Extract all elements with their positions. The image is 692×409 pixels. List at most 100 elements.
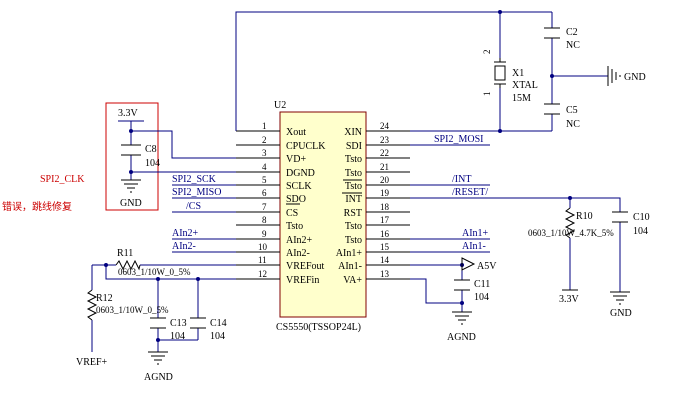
vref-wiring <box>91 264 236 352</box>
pin-name: AIn1+ <box>336 248 363 259</box>
junction-dot <box>156 338 160 342</box>
pin-number: 4 <box>262 162 267 172</box>
junction-dot <box>104 263 108 267</box>
pin-number: 14 <box>380 255 390 265</box>
cap-c10-value: 104 <box>633 226 648 237</box>
net-ain1-minus: AIn1- <box>462 241 486 252</box>
analog-supply-wiring <box>410 262 463 312</box>
pin-name: RST <box>344 208 362 219</box>
gnd-label-c8: GND <box>120 198 142 209</box>
pin-number: 21 <box>380 162 389 172</box>
pin-name: Tsto <box>345 235 362 246</box>
pin-number: 19 <box>380 188 390 198</box>
pin-number: 18 <box>380 202 390 212</box>
crystal-pin-2: 2 <box>482 50 492 55</box>
gnd-symbol-right <box>607 66 621 86</box>
cap-c2-value: NC <box>566 40 580 51</box>
spi-left-wiring <box>172 184 236 253</box>
cap-c13-symbol <box>150 317 166 329</box>
cap-c11-value: 104 <box>474 292 489 303</box>
net-ain2-minus: AIn2- <box>172 241 196 252</box>
resistor-r12-ref: R12 <box>96 293 113 304</box>
cap-c13-value: 104 <box>170 331 185 342</box>
pin-number: 8 <box>262 215 267 225</box>
junction-dot <box>460 301 464 305</box>
supply-5v-label: A5V <box>477 261 497 272</box>
pin-number: 7 <box>262 202 267 212</box>
cap-c11-ref: C11 <box>474 279 490 290</box>
resistor-r10-value: 0603_1/10W_4.7K_5% <box>528 228 614 238</box>
c8-supply-label: 3.3V <box>118 108 139 119</box>
resistor-r11-ref: R11 <box>117 248 133 259</box>
pin-number: 22 <box>380 148 389 158</box>
crystal-value: 15M <box>512 93 531 104</box>
cap-c5-value: NC <box>566 119 580 130</box>
ic-right-pin-names: XIN SDI Tsto Tsto Tsto INT RST Tsto Tsto… <box>336 127 363 286</box>
pin-name: AIn2+ <box>286 235 313 246</box>
cap-c14-value: 104 <box>210 331 225 342</box>
ic-left-pin-lines <box>236 130 280 280</box>
crystal-ref: X1 <box>512 68 524 79</box>
cap-c10-ref: C10 <box>633 212 650 223</box>
net-spi2-sck: SPI2_SCK <box>172 174 217 185</box>
resistor-r10-symbol <box>564 207 576 239</box>
pin-name: AIn2- <box>286 248 310 259</box>
gnd-label-right: GND <box>624 72 646 83</box>
resistor-r11-value: 0603_1/10W_0_5% <box>118 267 191 277</box>
gnd-symbol-c8 <box>121 179 141 193</box>
c8-wiring <box>118 120 236 180</box>
agnd-label-right: AGND <box>447 332 476 343</box>
crystal-x1-symbol <box>494 58 506 88</box>
pin-name: CPUCLK <box>286 141 326 152</box>
cap-c14-ref: C14 <box>210 318 227 329</box>
ic-u2-part: CS5550(TSSOP24L) <box>276 322 361 333</box>
net-ain1-plus: AIn1+ <box>462 228 489 239</box>
junction-dot <box>196 277 200 281</box>
junction-dot <box>129 129 133 133</box>
cap-c8-value: 104 <box>145 158 160 169</box>
cap-c2-symbol <box>544 27 560 39</box>
cap-c11-symbol <box>454 279 470 291</box>
pin-name: INT <box>345 194 362 205</box>
pin-number: 2 <box>262 135 267 145</box>
ic-left-pin-numbers: 1 2 3 4 5 6 7 8 9 10 11 12 <box>258 121 268 279</box>
cap-c14-symbol <box>190 317 206 329</box>
crystal-pin-1: 1 <box>482 92 492 97</box>
crystal-type: XTAL <box>512 80 538 91</box>
net-ain2-plus: AIn2+ <box>172 228 199 239</box>
pin-number: 24 <box>380 121 390 131</box>
cap-c8-ref: C8 <box>145 144 157 155</box>
net-spi2-mosi: SPI2_MOSI <box>434 134 483 145</box>
pin-number: 12 <box>258 269 267 279</box>
pin-name: Tsto <box>345 154 362 165</box>
pin-number: 20 <box>380 175 390 185</box>
ic-right-pin-numbers: 24 23 22 21 20 19 18 17 16 15 14 13 <box>380 121 390 279</box>
net-int: /INT <box>452 174 471 185</box>
cap-c13-ref: C13 <box>170 318 187 329</box>
pin-name: CS <box>286 208 298 219</box>
junction-dot <box>498 10 502 14</box>
pin-name: VD+ <box>286 154 306 165</box>
pin-number: 6 <box>262 188 267 198</box>
note-spi2-clk: SPI2_CLK <box>40 174 85 185</box>
pin-name: SDI <box>346 141 362 152</box>
pin-name: Tsto <box>286 221 303 232</box>
junction-dot <box>129 170 133 174</box>
cap-c10-symbol <box>612 211 628 223</box>
pin-name: Tsto <box>345 168 362 179</box>
pin-number: 23 <box>380 135 390 145</box>
pin-number: 11 <box>258 255 267 265</box>
cap-c8-symbol <box>121 144 141 156</box>
junction-dot <box>156 277 160 281</box>
resistor-r12-value: 0603_1/10W_0_5% <box>96 305 169 315</box>
pin-number: 17 <box>380 215 390 225</box>
supply-label-r10: 3.3V <box>559 294 580 305</box>
cap-c5-ref: C5 <box>566 105 578 116</box>
supply-5v-arrow <box>461 257 476 271</box>
resistor-r12-symbol <box>86 289 98 321</box>
note-wiring-fix: 错误，跳线修复 <box>2 200 72 213</box>
pin-name: VREFout <box>286 261 325 272</box>
pin-number: 5 <box>262 175 267 185</box>
